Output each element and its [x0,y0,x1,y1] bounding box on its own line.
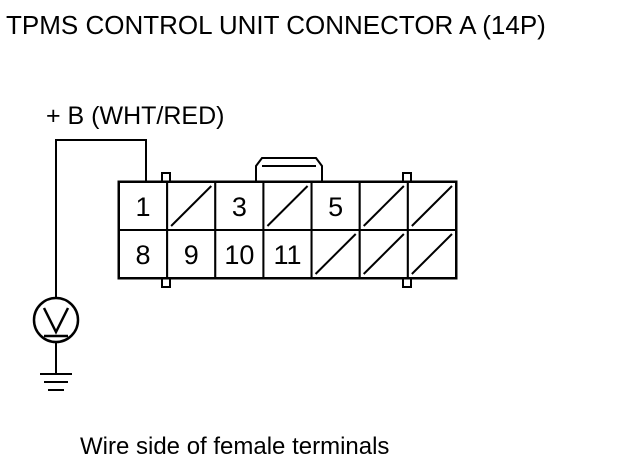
terminal-number: 11 [273,240,301,270]
connector-cavity [214,229,265,279]
voltmeter-icon [32,296,80,344]
terminal-number: 1 [136,192,151,222]
connector-cavity [166,229,217,279]
diagram-title: TPMS CONTROL UNIT CONNECTOR A (14P) [6,10,546,40]
unused-cavity-slash [411,185,453,227]
terminal-number: 10 [224,240,254,270]
wire-label: + B (WHT/RED) [46,102,224,130]
diagram-caption: Wire side of female terminals [80,433,389,460]
connector-cavities: 1 3 5 8 9 10 11 [118,181,458,279]
unused-cavity-slash [314,233,357,275]
connector-latch [255,157,323,182]
connector-cavity [118,229,169,279]
terminal-number: 3 [232,192,247,222]
unused-cavity-slash [170,185,212,227]
unused-cavity-slash [363,233,405,275]
ground-symbol-icon [40,373,72,391]
terminal-number: 5 [328,192,343,222]
unused-cavity-slash [266,185,309,227]
unused-cavity-slash [411,233,453,275]
terminal-number: 8 [136,240,151,270]
wire-lead [55,139,147,298]
unused-cavity-slash [363,185,405,227]
terminal-number: 9 [184,240,199,270]
